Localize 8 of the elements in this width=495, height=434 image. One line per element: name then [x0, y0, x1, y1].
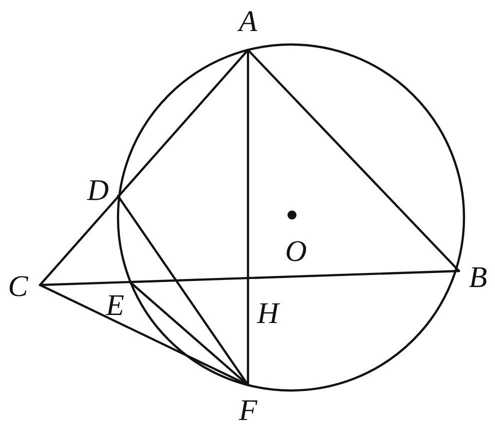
point-label: A — [238, 7, 258, 37]
point-label: H — [257, 299, 279, 329]
point-label: B — [468, 263, 488, 293]
point-label: F — [238, 396, 258, 426]
point-label: C — [8, 272, 28, 302]
point-label: E — [106, 291, 124, 321]
point-label: D — [87, 176, 109, 206]
point-label: O — [285, 237, 307, 267]
